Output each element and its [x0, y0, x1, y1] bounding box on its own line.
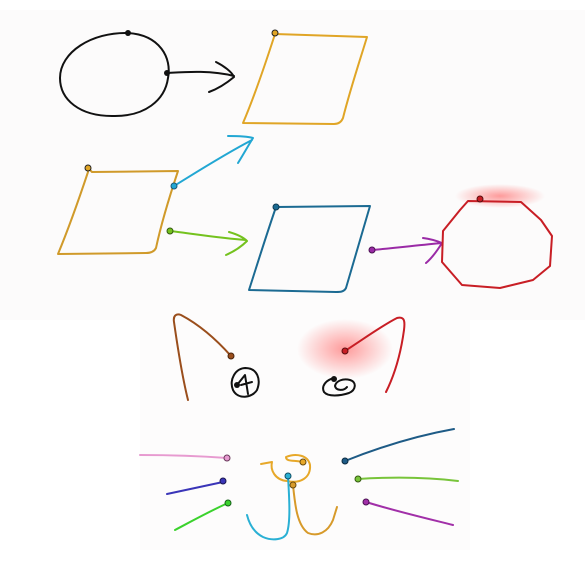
connection-point[interactable]	[84, 164, 92, 172]
parallelogram-left[interactable]	[57, 167, 179, 255]
right-ear[interactable]	[344, 316, 406, 393]
nose[interactable]	[260, 454, 312, 483]
selection-glow	[455, 184, 545, 208]
whisker-right-middle[interactable]	[357, 476, 459, 482]
whisker-right-top[interactable]	[344, 428, 455, 462]
connection-point[interactable]	[476, 195, 484, 203]
connection-point[interactable]	[341, 457, 349, 465]
connection-point[interactable]	[284, 472, 292, 480]
connection-point[interactable]	[368, 246, 376, 254]
connection-point[interactable]	[354, 475, 362, 483]
arrow-cyan[interactable]	[173, 135, 254, 187]
flow-top	[59, 29, 368, 125]
arrow-lime[interactable]	[169, 230, 248, 256]
arrow-to-parallelogram[interactable]	[166, 61, 235, 93]
section-flow-background	[0, 10, 585, 320]
parallelogram-top[interactable]	[242, 33, 368, 125]
mouth-right[interactable]	[292, 484, 338, 536]
octagon-red[interactable]	[441, 200, 553, 289]
connection-point[interactable]	[341, 347, 349, 355]
connection-point[interactable]	[166, 227, 174, 235]
connection-point[interactable]	[227, 352, 235, 360]
whisker-left-bottom[interactable]	[174, 502, 229, 531]
connection-point[interactable]	[224, 499, 232, 507]
connection-point[interactable]	[362, 498, 370, 506]
whisker-left-middle[interactable]	[166, 481, 224, 495]
connection-point[interactable]	[331, 376, 337, 382]
connection-point[interactable]	[299, 458, 307, 466]
connection-point[interactable]	[234, 382, 240, 388]
whisker-right-bottom[interactable]	[365, 501, 454, 526]
right-eye[interactable]	[322, 377, 356, 397]
connection-point[interactable]	[125, 30, 131, 36]
left-ear[interactable]	[172, 313, 232, 401]
connection-point[interactable]	[289, 481, 297, 489]
connection-point[interactable]	[272, 203, 280, 211]
circle-shape[interactable]	[59, 31, 170, 118]
cat-face	[139, 313, 459, 541]
connection-point[interactable]	[170, 182, 178, 190]
parallelogram-blue[interactable]	[248, 205, 371, 293]
connection-point[interactable]	[271, 29, 279, 37]
mouth-left[interactable]	[246, 475, 291, 541]
connection-point[interactable]	[223, 454, 231, 462]
connection-point[interactable]	[219, 477, 227, 485]
flow-middle	[57, 135, 553, 293]
whisker-left-top[interactable]	[139, 454, 228, 459]
left-eye[interactable]	[230, 367, 260, 398]
